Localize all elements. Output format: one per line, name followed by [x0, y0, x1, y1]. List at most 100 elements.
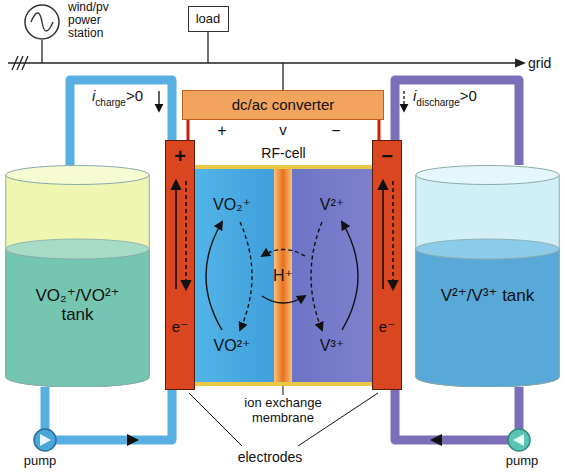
electron-flow-arrow: [392, 181, 394, 289]
source-circle: [25, 5, 59, 39]
pump-symbol: [40, 434, 51, 446]
electron-flow-arrow: [175, 181, 177, 289]
cell-frame: [195, 382, 372, 386]
electrode-sign: +: [174, 145, 186, 167]
grid-label: grid: [528, 56, 551, 71]
pump-symbol: [34, 429, 56, 451]
label-holder: grid: [528, 54, 551, 72]
current-symbol: i: [92, 88, 95, 105]
node-label: VO₂⁺/VO²⁺ tank: [28, 287, 128, 324]
sine-wave: [31, 13, 53, 31]
grid-line: [8, 62, 518, 64]
electron-flow-arrow: [185, 181, 187, 289]
label-holder: H⁺: [273, 267, 293, 285]
tank-lid: [416, 166, 560, 185]
converter-box: dc/ac converter: [182, 90, 384, 120]
label-holder: VO₂⁺: [213, 196, 251, 214]
current-condition: >0: [460, 88, 477, 105]
label-holder: pump: [506, 451, 539, 469]
polarity-sign: −: [331, 122, 340, 140]
tank: VO₂⁺/VO²⁺ tank: [5, 165, 150, 387]
electron-flow-arrow: [382, 181, 384, 289]
electron-arrows: [373, 141, 403, 391]
current-subscript: discharge: [416, 97, 459, 108]
liquid-surface: [416, 239, 560, 259]
converter-wire: [282, 63, 283, 90]
tank: V²⁺/V³⁺ tank: [415, 165, 560, 387]
pump-symbol: [513, 434, 524, 446]
flow-arrow: [127, 434, 139, 446]
pipe: [395, 387, 519, 440]
bus-hash: [17, 56, 23, 70]
ion-label: V²⁺: [320, 196, 344, 214]
leader-line: [283, 386, 284, 395]
cell-frame: [195, 165, 372, 169]
node-label: load: [196, 12, 221, 26]
charge-reaction-arrow: [342, 222, 358, 330]
pipe: [45, 387, 172, 440]
node-label: dc/ac converter: [232, 97, 335, 114]
ion-label: VO₂⁺: [213, 196, 251, 214]
label-holder: VO²⁺: [214, 337, 251, 355]
electrode: − e⁻: [372, 140, 402, 390]
ion-label: H⁺: [273, 267, 293, 285]
electrode-sign: e⁻: [172, 319, 188, 336]
bus-hash: [22, 56, 28, 70]
label-holder: v: [279, 121, 287, 139]
node-label: wind/pv power station: [68, 1, 128, 41]
node-label: V²⁺/V³⁺ tank: [441, 287, 535, 306]
pump-symbol: [508, 429, 530, 451]
electrode-sign: −: [381, 145, 393, 167]
current-symbol: i: [413, 88, 416, 105]
tank-wall: [416, 175, 560, 387]
bus-hash: [12, 56, 18, 70]
charge-arrow: [158, 91, 159, 111]
label-holder: −: [331, 122, 340, 140]
electrolyte-liquid: [6, 249, 150, 387]
cell: + e⁻ − e⁻ RF-cell: [165, 140, 402, 390]
discharge-reaction-arrow: [240, 222, 252, 330]
part-label: pump: [506, 454, 539, 468]
electrolyte-liquid: [416, 249, 560, 387]
leader-line: [189, 393, 242, 446]
negative-electrolyte: [289, 168, 372, 383]
current-label: idischarge>0: [413, 88, 477, 105]
tank-body: [415, 165, 560, 387]
electrode-sign: e⁻: [379, 319, 395, 336]
discharge-arrow: [403, 91, 404, 111]
electron-arrows: [166, 141, 196, 391]
current-label: icharge>0: [92, 88, 143, 105]
source-symbol: [24, 4, 60, 40]
positive-electrolyte: [195, 168, 277, 383]
proton-charge-arrow: [262, 296, 305, 303]
current-condition: >0: [126, 88, 143, 105]
charge-reaction-arrow: [206, 222, 222, 330]
part-label: electrodes: [238, 450, 303, 465]
ion-label: V³⁺: [320, 337, 344, 355]
pipe: [395, 80, 519, 165]
tank-wall: [6, 175, 150, 387]
load-wire: [207, 32, 208, 63]
electrode: + e⁻: [165, 140, 195, 390]
label-holder: +: [217, 122, 226, 140]
proton-discharge-arrow: [262, 250, 305, 257]
part-label: ion exchange membrane: [233, 396, 333, 425]
label-holder: ion exchange membrane: [233, 396, 333, 425]
power-wire: [187, 120, 190, 140]
ion-label: VO²⁺: [214, 337, 251, 355]
power-wire: [378, 120, 381, 140]
polarity-sign: +: [217, 122, 226, 140]
power-station: wind/pv power station: [24, 4, 60, 40]
current-subscript: charge: [95, 97, 126, 108]
tank-lid: [6, 166, 150, 185]
label-holder: V³⁺: [320, 337, 344, 355]
pipe: [70, 80, 172, 165]
tank-body: [5, 165, 150, 387]
grid-arrowhead: [515, 59, 526, 68]
membrane: [274, 168, 292, 383]
liquid-surface: [6, 239, 150, 259]
label-holder: electrodes: [238, 448, 303, 466]
node-label: RF-cell: [261, 146, 305, 161]
label-holder: pump: [24, 451, 57, 469]
part-label: pump: [24, 454, 57, 468]
